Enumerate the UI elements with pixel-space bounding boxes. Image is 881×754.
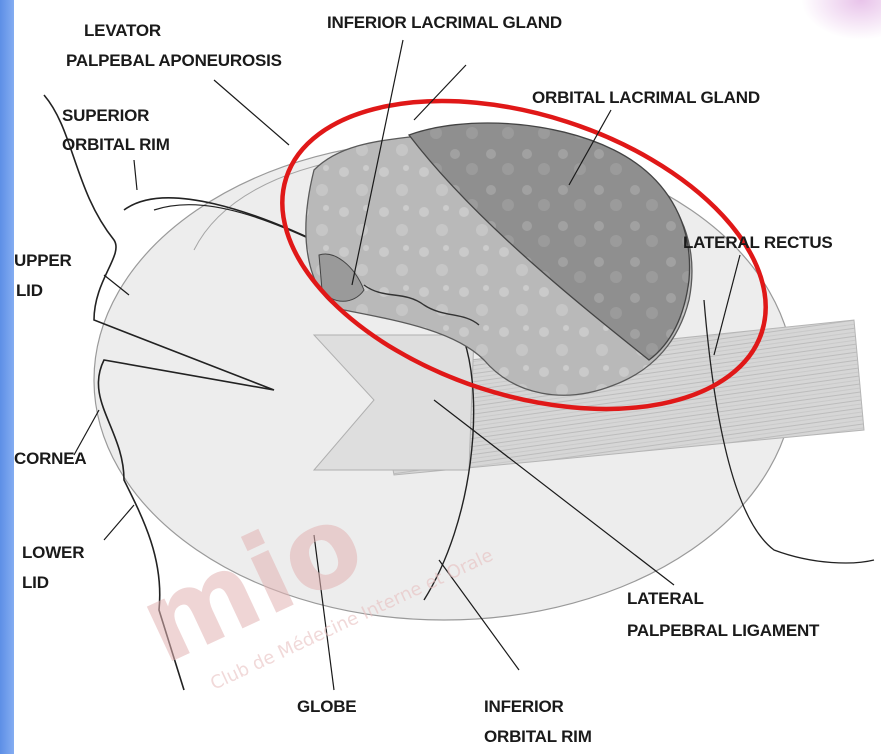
label-lateral-ligament-line1: LATERAL <box>627 589 704 608</box>
label-inferior-lacrimal-gland: INFERIOR LACRIMAL GLAND <box>327 13 562 32</box>
eye-anatomy-diagram: mio Club de Médecine Interne et Orale LE… <box>14 0 881 754</box>
label-levator-line2: PALPEBAL APONEUROSIS <box>66 51 282 70</box>
diagram-frame: mio Club de Médecine Interne et Orale LE… <box>14 0 881 754</box>
label-lateral-rectus: LATERAL RECTUS <box>683 233 833 252</box>
label-lower-lid-line1: LOWER <box>22 543 84 562</box>
label-superior-orbital-rim-line2: ORBITAL RIM <box>62 135 170 154</box>
label-globe: GLOBE <box>297 697 356 716</box>
label-upper-lid-line2: LID <box>16 281 43 300</box>
label-cornea: CORNEA <box>14 449 86 468</box>
label-lateral-ligament-line2: PALPEBRAL LIGAMENT <box>627 621 820 640</box>
label-orbital-lacrimal-gland: ORBITAL LACRIMAL GLAND <box>532 88 760 107</box>
label-lower-lid-line2: LID <box>22 573 49 592</box>
label-levator-line1: LEVATOR <box>84 21 161 40</box>
label-superior-orbital-rim-line1: SUPERIOR <box>62 106 149 125</box>
label-upper-lid-line1: UPPER <box>14 251 72 270</box>
label-inferior-orbital-rim-line1: INFERIOR <box>484 697 564 716</box>
label-inferior-orbital-rim-line2: ORBITAL RIM <box>484 727 592 746</box>
